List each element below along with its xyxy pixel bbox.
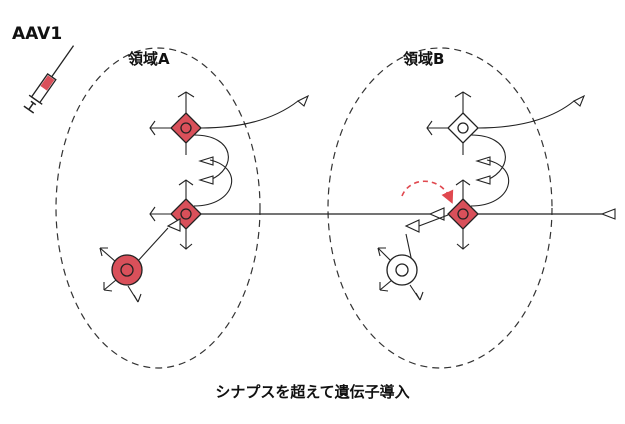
synapse-terminal-icon: [198, 175, 214, 185]
region-b-circle-neuron: [377, 233, 424, 301]
synapse-terminal-icon: [600, 208, 616, 220]
synapse-terminal-icon: [475, 156, 491, 166]
synapse-terminal-icon: [198, 156, 214, 166]
region-b-label: 領域B: [403, 50, 445, 68]
caption: シナプスを超えて遺伝子導入: [215, 383, 410, 401]
region-a-middle-neuron: [149, 159, 233, 250]
region-a-circle-neuron: [99, 227, 169, 303]
synapse-terminal-icon: [428, 207, 445, 221]
transfer-arrow-icon: [401, 180, 454, 204]
aav-label: AAV1: [12, 24, 63, 44]
region-a-label: 領域A: [128, 50, 170, 68]
synapse-terminal-icon: [404, 219, 420, 233]
synapse-terminal-icon: [475, 175, 491, 185]
region-b-top-neuron: [426, 91, 586, 181]
region-a-boundary: [55, 47, 261, 369]
region-a-top-neuron: [149, 91, 310, 181]
region-b-middle-neuron: [447, 159, 510, 250]
synapse-terminal-icon: [166, 218, 181, 232]
syringe-icon: [23, 45, 75, 114]
region-b-boundary: [327, 47, 553, 369]
